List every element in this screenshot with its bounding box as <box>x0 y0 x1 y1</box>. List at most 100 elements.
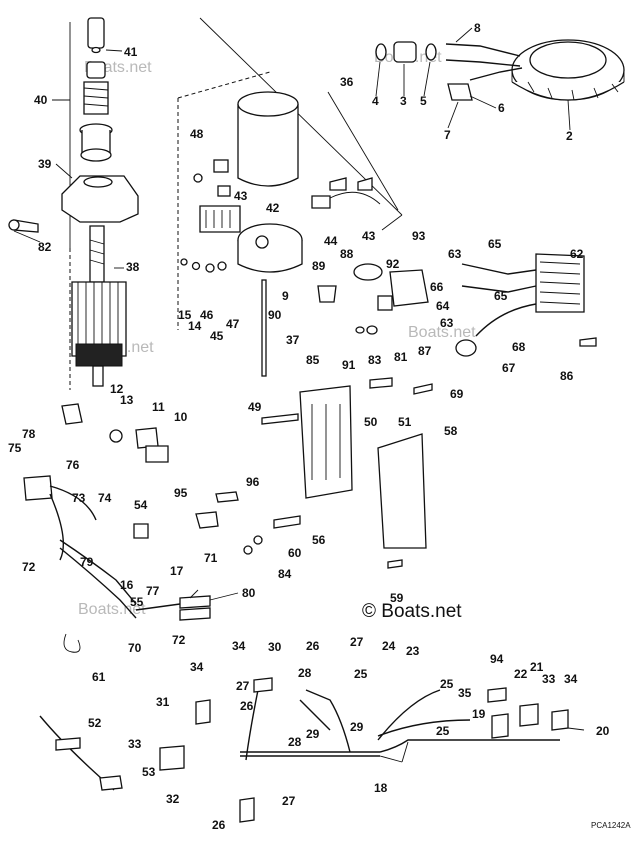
callout-label: 84 <box>278 567 292 581</box>
callout-label: 69 <box>450 387 464 401</box>
callout-label: 92 <box>386 257 400 271</box>
callout-label: 85 <box>306 353 320 367</box>
callout-label: 54 <box>134 498 148 512</box>
callout-label: 28 <box>288 735 302 749</box>
mounting-bracket-group <box>195 377 433 569</box>
starter-motor-group <box>8 17 139 390</box>
callout-label: 74 <box>98 491 112 505</box>
callout-label: 19 <box>472 707 486 721</box>
callout-label: 30 <box>268 640 282 654</box>
callout-label: 41 <box>124 45 138 59</box>
callout-label: 33 <box>128 737 142 751</box>
callout-label: 38 <box>126 260 140 274</box>
callout-label: 2 <box>566 129 573 143</box>
callout-label: 17 <box>170 564 184 578</box>
callout-label: 73 <box>72 491 86 505</box>
watermark-left-bottom: Boats.net <box>78 601 146 618</box>
callout-label: 60 <box>288 546 302 560</box>
callout-label: 8 <box>474 21 481 35</box>
callout-label: 25 <box>436 724 450 738</box>
callout-label: 27 <box>236 679 250 693</box>
callout-label: 7 <box>444 128 451 142</box>
callout-label: 36 <box>340 75 354 89</box>
callout-label: 79 <box>80 555 94 569</box>
callout-label: 23 <box>406 644 420 658</box>
callout-label: 16 <box>120 578 134 592</box>
callout-label: 3 <box>400 94 407 108</box>
callout-label: 34 <box>232 639 246 653</box>
callout-label: 61 <box>92 670 106 684</box>
callout-label: 6 <box>498 101 505 115</box>
callout-label: 68 <box>512 340 526 354</box>
cover-and-rectifier-group <box>180 91 597 377</box>
callout-label: 49 <box>248 400 262 414</box>
callout-label: 70 <box>128 641 142 655</box>
callout-label: 15 <box>178 308 192 322</box>
callout-label: 48 <box>190 127 204 141</box>
callout-label: 39 <box>38 157 52 171</box>
callout-label: 44 <box>324 234 338 248</box>
callout-label: 43 <box>362 229 376 243</box>
leader-lines <box>13 27 585 763</box>
callout-label: 51 <box>398 415 412 429</box>
watermark-center: Boats.net <box>408 324 476 341</box>
callout-label: 9 <box>282 289 289 303</box>
callout-label: 34 <box>564 672 578 686</box>
callout-label: 95 <box>174 486 188 500</box>
callout-label: 87 <box>418 344 432 358</box>
callout-label: 20 <box>596 724 610 738</box>
callout-label: 40 <box>34 93 48 107</box>
callout-label: 43 <box>234 189 248 203</box>
callout-label: 64 <box>436 299 450 313</box>
callout-labels: 41 40 39 82 38 36 8 4 3 5 6 7 2 48 43 42… <box>8 21 610 832</box>
callout-label: 96 <box>246 475 260 489</box>
drawing-code: PCA1242A <box>591 821 631 830</box>
callout-label: 65 <box>494 289 508 303</box>
callout-label: 4 <box>372 94 379 108</box>
callout-label: 47 <box>226 317 240 331</box>
callout-label: 63 <box>448 247 462 261</box>
callout-label: 76 <box>66 458 80 472</box>
callout-label: 77 <box>146 584 160 598</box>
callout-label: 5 <box>420 94 427 108</box>
callout-label: 59 <box>390 591 404 605</box>
callout-label: 78 <box>22 427 36 441</box>
callout-label: 63 <box>440 316 454 330</box>
callout-label: 21 <box>530 660 544 674</box>
callout-label: 29 <box>306 727 320 741</box>
copyright-text: © Boats.net <box>362 601 462 622</box>
callout-label: 12 <box>110 382 124 396</box>
callout-label: 66 <box>430 280 444 294</box>
callout-label: 27 <box>282 794 296 808</box>
callout-label: 72 <box>22 560 36 574</box>
callout-label: 50 <box>364 415 378 429</box>
callout-label: 83 <box>368 353 382 367</box>
left-harness-group <box>23 475 211 653</box>
callout-label: 11 <box>152 400 165 414</box>
callout-label: 25 <box>440 677 454 691</box>
callout-label: 62 <box>570 247 584 261</box>
callout-label: 26 <box>306 639 320 653</box>
callout-label: 37 <box>286 333 300 347</box>
callout-label: 28 <box>298 666 312 680</box>
callout-label: 52 <box>88 716 102 730</box>
callout-label: 93 <box>412 229 426 243</box>
callout-label: 81 <box>394 350 408 364</box>
callout-label: 75 <box>8 441 22 455</box>
callout-label: 58 <box>444 424 458 438</box>
callout-label: 35 <box>458 686 472 700</box>
callout-label: 45 <box>210 329 224 343</box>
callout-label: 94 <box>490 652 504 666</box>
callout-label: 89 <box>312 259 326 273</box>
callout-label: 25 <box>354 667 368 681</box>
callout-label: 33 <box>542 672 556 686</box>
callout-label: 65 <box>488 237 502 251</box>
callout-label: 53 <box>142 765 156 779</box>
callout-label: 27 <box>350 635 364 649</box>
callout-label: 71 <box>204 551 218 565</box>
callout-label: 86 <box>560 369 574 383</box>
callout-label: 31 <box>156 695 170 709</box>
callout-label: 10 <box>174 410 188 424</box>
callout-label: 72 <box>172 633 186 647</box>
